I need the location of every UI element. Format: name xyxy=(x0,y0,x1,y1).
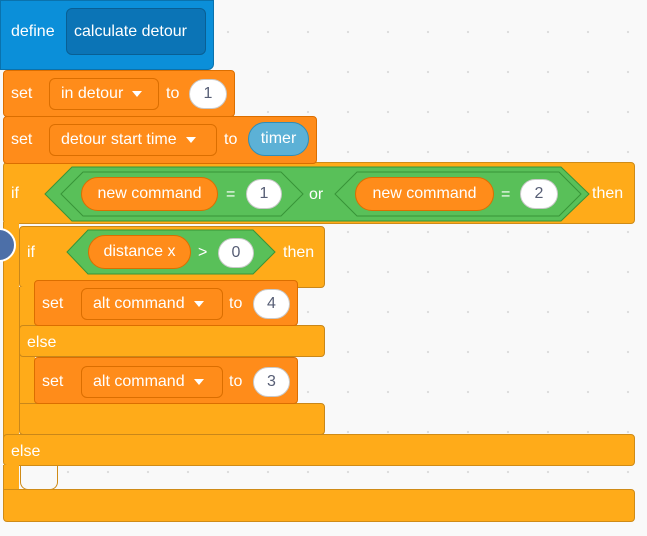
set-keyword-3: set xyxy=(42,295,64,312)
value-input-3[interactable]: 3 xyxy=(253,367,290,397)
then-keyword-inner: then xyxy=(283,244,315,261)
dropdown-label: alt command xyxy=(93,373,185,390)
in-detour-dropdown[interactable]: in detour xyxy=(49,78,159,110)
empty-else-slot xyxy=(20,466,58,490)
new-command-reporter-1[interactable]: new command xyxy=(81,177,218,211)
if-else-outer-arm-2 xyxy=(3,465,19,491)
alt-command-dropdown-2[interactable]: alt command xyxy=(81,366,223,398)
custom-block-name: calculate detour xyxy=(74,23,187,40)
to-keyword-4: to xyxy=(229,373,243,390)
value-input-4[interactable]: 4 xyxy=(253,289,290,319)
else-keyword-inner: else xyxy=(27,334,57,351)
define-keyword: define xyxy=(11,23,55,40)
detour-start-time-dropdown[interactable]: detour start time xyxy=(49,124,217,156)
new-command-reporter-2[interactable]: new command xyxy=(355,177,494,211)
set-keyword-4: set xyxy=(42,373,64,390)
if-keyword-outer: if xyxy=(11,185,19,202)
set-keyword-2: set xyxy=(11,131,33,148)
greater-than-sign: > xyxy=(198,244,208,261)
to-keyword-3: to xyxy=(229,295,243,312)
alt-command-dropdown-1[interactable]: alt command xyxy=(81,288,223,320)
then-keyword-outer: then xyxy=(592,185,624,202)
timer-reporter[interactable]: timer xyxy=(248,122,309,156)
if-else-outer-arm xyxy=(3,222,19,440)
custom-block-prototype[interactable] xyxy=(66,8,206,55)
if-else-inner-bottom-bar[interactable] xyxy=(19,403,325,435)
if-keyword-inner: if xyxy=(27,244,35,261)
distance-x-reporter[interactable]: distance x xyxy=(88,235,191,269)
value-input-2[interactable]: 2 xyxy=(520,179,558,209)
value-input-0[interactable]: 0 xyxy=(218,238,254,268)
equals-sign-2: = xyxy=(501,186,511,203)
value-input-1[interactable]: 1 xyxy=(246,179,282,209)
dropdown-arrow-icon xyxy=(193,301,204,307)
or-keyword: or xyxy=(309,186,324,203)
dropdown-label: detour start time xyxy=(61,131,177,148)
dropdown-label: alt command xyxy=(93,295,185,312)
dropdown-arrow-icon xyxy=(132,91,143,97)
equals-sign-1: = xyxy=(226,186,236,203)
to-keyword-1: to xyxy=(166,85,180,102)
to-keyword-2: to xyxy=(224,131,238,148)
else-keyword-outer: else xyxy=(11,443,41,460)
dropdown-label: in detour xyxy=(61,85,124,102)
value-input-in-detour[interactable]: 1 xyxy=(189,79,227,109)
dropdown-arrow-icon xyxy=(193,379,204,385)
set-keyword-1: set xyxy=(11,85,33,102)
if-else-outer-bottom-bar[interactable] xyxy=(3,489,635,522)
if-else-inner-else-bar[interactable] xyxy=(19,325,325,357)
dropdown-arrow-icon xyxy=(185,137,196,143)
if-else-outer-else-bar[interactable] xyxy=(3,434,635,466)
